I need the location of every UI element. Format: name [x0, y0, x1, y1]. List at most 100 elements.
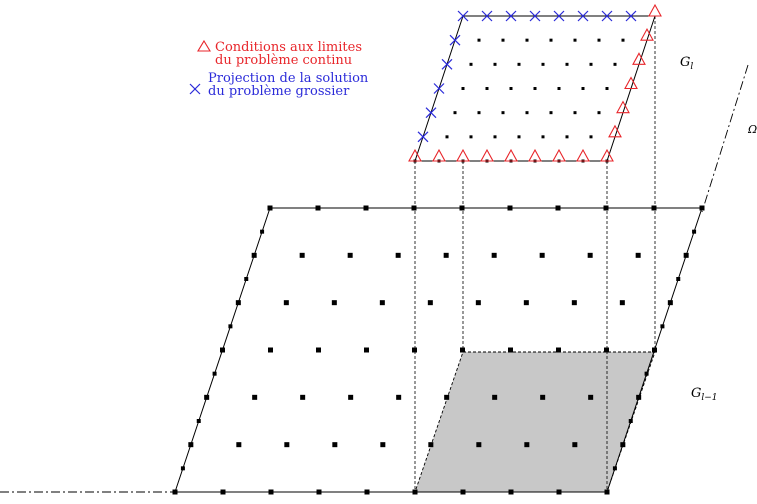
boundary-triangle [632, 52, 646, 65]
coarse-point [443, 252, 449, 258]
fine-point [613, 62, 617, 66]
projection-cross [505, 10, 517, 22]
coarse-point [628, 419, 633, 423]
boundary-triangle [408, 148, 422, 162]
projection-cross [417, 131, 429, 143]
boundary-triangle [504, 148, 518, 162]
boundary-triangle [608, 124, 622, 138]
coarse-point [316, 347, 321, 353]
fine-point [573, 38, 577, 42]
coarse-point [587, 252, 593, 258]
coarse-point [475, 300, 481, 306]
coarse-point [300, 394, 306, 400]
fine-point [477, 111, 481, 115]
coarse-point [315, 205, 321, 211]
coarse-point [508, 347, 513, 353]
fine-point [517, 62, 521, 66]
coarse-point [267, 205, 273, 211]
coarse-point [196, 419, 201, 423]
boundary-triangle [616, 100, 630, 114]
coarse-point [604, 489, 610, 495]
coarse-point [204, 394, 210, 400]
coarse-point [180, 466, 185, 471]
fine-point [581, 87, 585, 90]
coarse-point [508, 489, 514, 495]
fine-point [501, 111, 505, 115]
coarse-point [635, 252, 641, 258]
coarse-point [363, 205, 369, 211]
projection-cross [601, 10, 613, 22]
projection-cross [425, 107, 437, 119]
coarse-point [444, 394, 450, 400]
boundary-triangle [624, 76, 638, 90]
fine-point [597, 38, 601, 42]
fine-point [573, 111, 577, 115]
coarse-point [676, 277, 681, 281]
domain-right-line [701, 64, 749, 213]
coarse-point [395, 252, 401, 258]
coarse-point [220, 347, 225, 353]
fine-point [605, 87, 609, 90]
coarse-point [556, 489, 562, 495]
legend-projection-line2: du problème grossier [208, 84, 350, 99]
projection-cross [529, 10, 541, 22]
fine-point [525, 111, 529, 115]
coarse-point [524, 442, 530, 448]
fine-point [525, 38, 529, 42]
fine-point [565, 62, 569, 66]
fine-point [549, 111, 553, 115]
coarse-point [379, 300, 385, 306]
fine-point [469, 62, 473, 66]
coarse-point [636, 394, 642, 400]
coarse-point [364, 489, 370, 495]
fine-point [541, 135, 545, 139]
fine-point [565, 135, 569, 139]
coarse-point [299, 252, 305, 258]
legend-boundary-line1: Conditions aux limites [215, 40, 362, 55]
fine-point [517, 135, 521, 139]
coarse-point [603, 205, 609, 211]
fine-point [589, 135, 593, 139]
coarse-point [396, 394, 402, 400]
projection-cross [441, 58, 453, 70]
coarse-point [555, 205, 561, 211]
coarse-point [244, 277, 249, 281]
boundary-triangle [640, 28, 654, 41]
coarse-point [507, 205, 513, 211]
projection-cross [433, 83, 445, 94]
projection-lines [414, 16, 656, 492]
fine-point [469, 135, 473, 139]
coarse-point [571, 300, 577, 306]
fine-point [549, 38, 553, 42]
coarse-point [699, 205, 705, 211]
fine-point [509, 87, 513, 90]
coarse-point [212, 371, 217, 376]
coarse-point [612, 466, 617, 471]
coarse-point [539, 252, 545, 258]
boundary-triangle [456, 148, 470, 162]
fine-point [621, 38, 625, 42]
coarse-point [556, 347, 561, 353]
coarse-point [476, 442, 482, 448]
coarse-point [692, 229, 697, 234]
coarse-point [620, 442, 626, 448]
coarse-point [284, 442, 290, 448]
legend-cross-icon [189, 83, 201, 95]
coarse-point [651, 205, 657, 211]
coarse-point [491, 252, 497, 258]
coarse-point [260, 229, 265, 234]
coarse-point [283, 300, 289, 306]
boundary-triangle [600, 148, 614, 162]
coarse-point [411, 205, 417, 211]
coarse-grid-subscript: l−1 [701, 393, 717, 403]
coarse-point [412, 347, 417, 353]
coarse-point [492, 394, 498, 400]
coarse-point [380, 442, 386, 448]
coarse-point [252, 394, 258, 400]
projection-cross [457, 10, 469, 22]
projection-crosses [417, 10, 637, 143]
coarse-point [348, 394, 354, 400]
fine-point [493, 62, 497, 66]
coarse-point [619, 300, 625, 306]
coarse-point [268, 489, 274, 495]
